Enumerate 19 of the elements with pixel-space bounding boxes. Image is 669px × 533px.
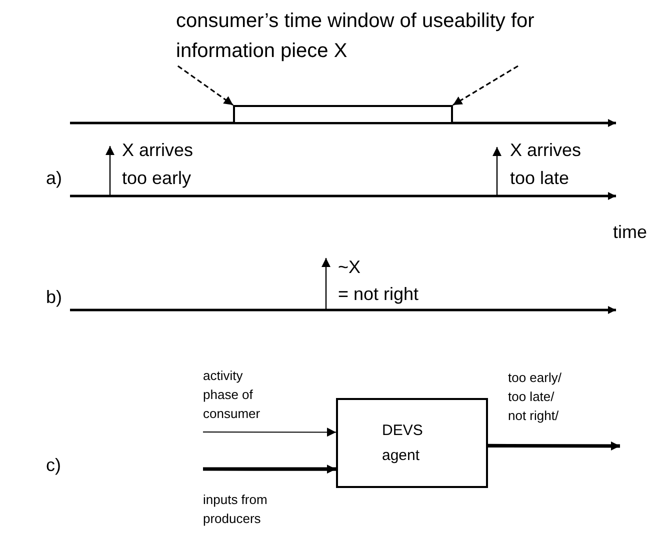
text-label: b): [46, 286, 64, 309]
text-label: c): [46, 454, 62, 477]
process-box: DEVS agent: [336, 398, 488, 488]
arrow: [203, 464, 336, 474]
text-label: ~X: [338, 256, 362, 279]
edge-label: too early/ too late/ not right/: [508, 369, 562, 425]
text-label: = not right: [338, 283, 420, 306]
text-label: a): [46, 167, 64, 190]
time-window-box: [233, 105, 453, 124]
leader-arrow: [452, 65, 518, 106]
leader-arrow: [177, 65, 234, 106]
text-label: time: [613, 221, 648, 244]
arrow: [202, 428, 336, 437]
edge-label: activity phase of consumer: [203, 367, 262, 423]
callout-text: consumer’s time window of useability for information piece X: [176, 6, 556, 66]
edge-label: inputs from producers: [203, 491, 268, 528]
arrow: [488, 441, 620, 450]
text-label: X arrives too early: [122, 139, 194, 190]
text-label: X arrives too late: [510, 139, 582, 190]
